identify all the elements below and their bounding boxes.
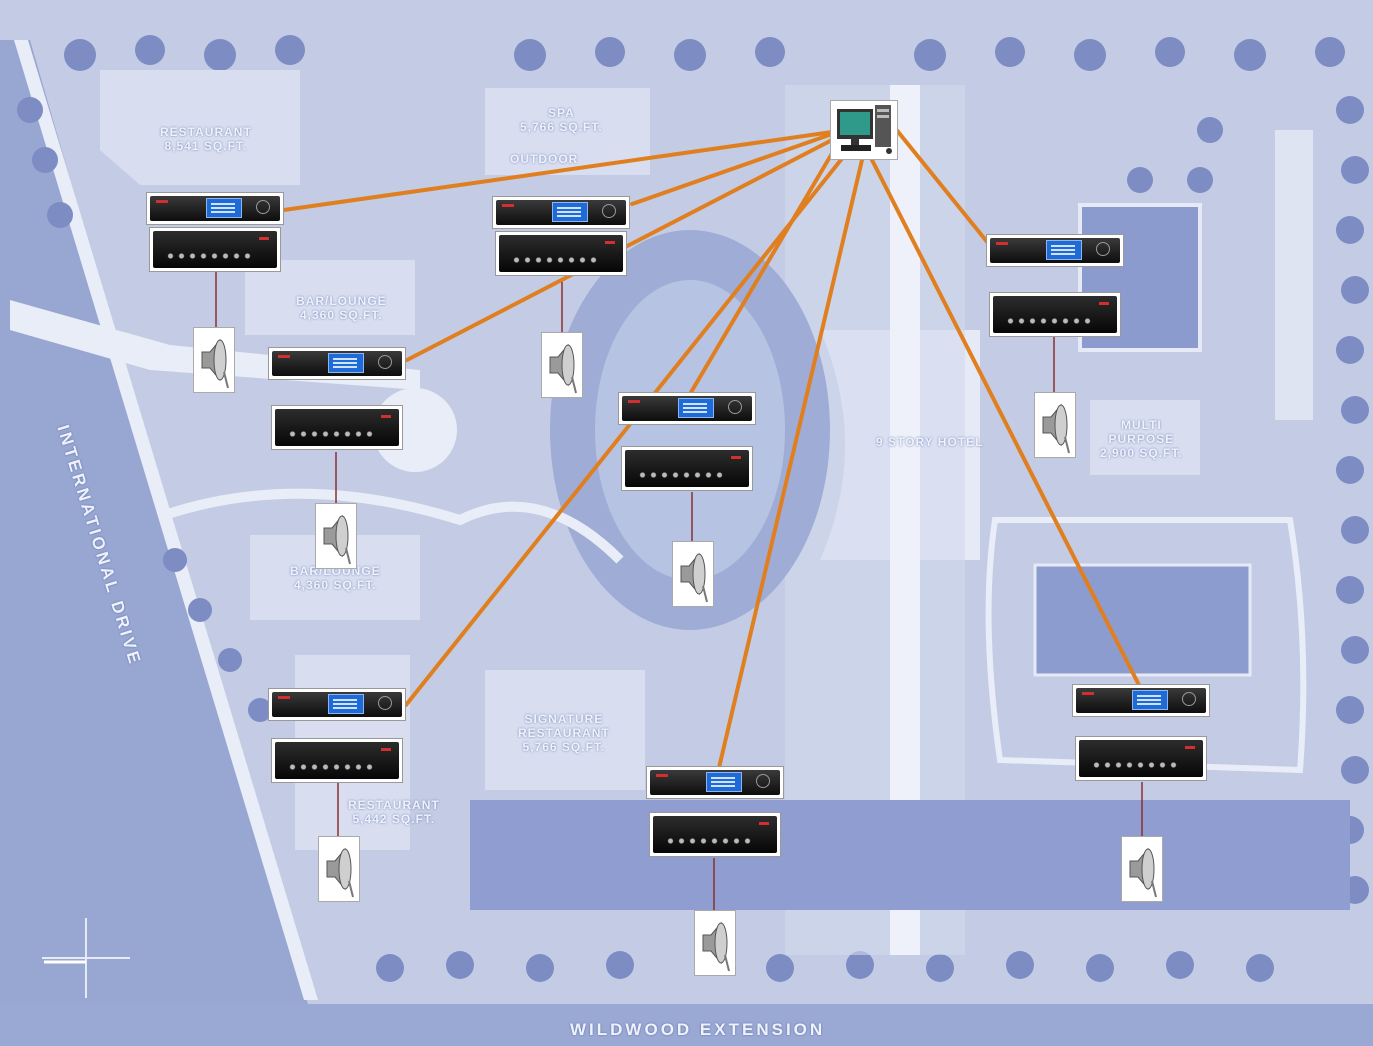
amplifier-icon[interactable] bbox=[149, 227, 281, 272]
amplifier-icon[interactable] bbox=[621, 446, 753, 491]
media-player-icon[interactable] bbox=[986, 234, 1124, 267]
media-player-icon[interactable] bbox=[618, 392, 756, 425]
device-pool[interactable] bbox=[986, 234, 1124, 314]
device-restaurant-nw[interactable] bbox=[146, 192, 284, 272]
link-pool bbox=[895, 128, 988, 243]
link-courtyard bbox=[690, 150, 834, 394]
device-signature-restaurant[interactable] bbox=[646, 766, 784, 846]
device-spa[interactable] bbox=[492, 196, 630, 276]
amplifier-icon[interactable] bbox=[649, 812, 781, 857]
speaker-icon[interactable] bbox=[672, 541, 714, 607]
media-player-icon[interactable] bbox=[1072, 684, 1210, 717]
speaker-icon[interactable] bbox=[1034, 392, 1076, 458]
device-bar-lounge-1[interactable] bbox=[268, 347, 406, 427]
media-player-icon[interactable] bbox=[646, 766, 784, 799]
media-player-icon[interactable] bbox=[268, 347, 406, 380]
media-player-icon[interactable] bbox=[146, 192, 284, 225]
computer-icon[interactable] bbox=[830, 100, 898, 160]
speaker-icon[interactable] bbox=[315, 503, 357, 569]
amplifier-icon[interactable] bbox=[271, 405, 403, 450]
speaker-icon[interactable] bbox=[193, 327, 235, 393]
device-courtyard[interactable] bbox=[618, 392, 756, 472]
amplifier-icon[interactable] bbox=[495, 231, 627, 276]
speaker-icon[interactable] bbox=[318, 836, 360, 902]
device-tennis[interactable] bbox=[1072, 684, 1210, 764]
speaker-icon[interactable] bbox=[694, 910, 736, 976]
media-player-icon[interactable] bbox=[268, 688, 406, 721]
speaker-icon[interactable] bbox=[1121, 836, 1163, 902]
amplifier-icon[interactable] bbox=[989, 292, 1121, 337]
speaker-icon[interactable] bbox=[541, 332, 583, 398]
media-player-icon[interactable] bbox=[492, 196, 630, 229]
amplifier-icon[interactable] bbox=[1075, 736, 1207, 781]
amplifier-icon[interactable] bbox=[271, 738, 403, 783]
device-bar-lounge-2[interactable] bbox=[268, 688, 406, 768]
